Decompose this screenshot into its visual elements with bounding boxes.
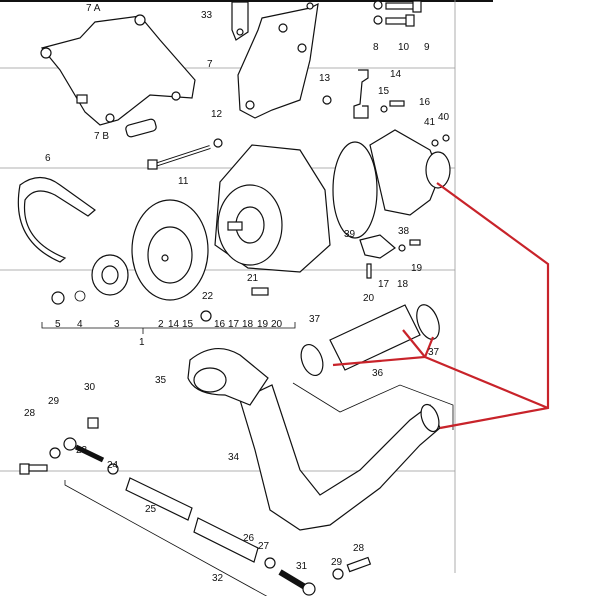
wire-14 (353, 69, 369, 119)
label-4: 4 (77, 319, 83, 330)
label-31: 31 (296, 561, 308, 572)
rod-25 (125, 477, 259, 563)
plug-30 (87, 417, 99, 429)
label-14: 14 (390, 69, 402, 80)
group-bracket-1 (41, 322, 296, 329)
label-17: 17 (378, 279, 390, 290)
label-13: 13 (319, 73, 331, 84)
stud-20 (366, 263, 372, 279)
eyebolt-23 (63, 437, 105, 463)
fan-pulley-2 (131, 199, 209, 301)
washer-18 (398, 244, 406, 252)
label-3: 3 (114, 319, 120, 330)
label-38: 38 (398, 226, 410, 237)
nut-22 (200, 310, 212, 322)
bolt-11 (147, 145, 211, 170)
bracket-7 (237, 2, 319, 119)
washer-29 (49, 447, 61, 459)
bolt-21 (251, 287, 269, 296)
regulator-17 (359, 234, 396, 259)
washer-15 (380, 105, 388, 113)
highlight-lines (332, 182, 550, 430)
label-7: 7 (207, 59, 213, 70)
label-27: 27 (258, 541, 270, 552)
pulley-3 (91, 254, 129, 296)
label-32: 32 (212, 573, 224, 584)
label-26: 26 (243, 533, 255, 544)
label-19: 19 (257, 319, 269, 330)
washer-41 (431, 139, 439, 147)
label-25: 25 (145, 504, 157, 515)
bracket-7a (40, 14, 196, 126)
hose-36 (300, 304, 440, 377)
label-9: 9 (424, 42, 430, 53)
label-21: 21 (247, 273, 259, 284)
screw-19 (409, 239, 421, 246)
bolt-27 (278, 569, 316, 596)
fan-housing-38 (332, 129, 451, 239)
label-18: 18 (242, 319, 254, 330)
label-29: 29 (48, 396, 60, 407)
washer-29 (332, 568, 344, 580)
label-23: 23 (76, 445, 88, 456)
label-22: 22 (202, 291, 214, 302)
label-10: 10 (398, 42, 410, 53)
nut-5 (51, 291, 65, 305)
nut-13 (322, 95, 332, 105)
label-15: 15 (182, 319, 194, 330)
label-28: 28 (353, 543, 365, 554)
label-16: 16 (419, 97, 431, 108)
sleeve-7b (125, 118, 157, 138)
label-20: 20 (271, 319, 283, 330)
label-36: 36 (372, 368, 384, 379)
label-18: 18 (397, 279, 409, 290)
bolt-28 (346, 556, 372, 573)
label-29: 29 (331, 557, 343, 568)
label-12: 12 (211, 109, 223, 120)
label-11: 11 (178, 176, 189, 187)
leader-group (292, 382, 454, 430)
label-7a: 7 A (86, 3, 101, 14)
washer-4 (74, 290, 86, 302)
strap-33 (231, 1, 249, 41)
label-17: 17 (228, 319, 240, 330)
nut-24 (107, 463, 119, 475)
nut-40 (442, 134, 450, 142)
label-34: 34 (228, 452, 240, 463)
label-19: 19 (411, 263, 423, 274)
label-14: 14 (168, 319, 180, 330)
belt-6 (17, 176, 96, 263)
duct-34 (239, 384, 441, 531)
label-24: 24 (107, 460, 119, 471)
label-1: 1 (139, 337, 145, 348)
bolts-8-9-10 (373, 0, 422, 27)
label-35: 35 (155, 375, 167, 386)
label-7b: 7 B (94, 131, 109, 142)
alternator (214, 144, 331, 273)
label-15: 15 (378, 86, 390, 97)
label-37: 37 (309, 314, 321, 325)
label-33: 33 (201, 10, 213, 21)
label-28: 28 (24, 408, 36, 419)
washer-12 (213, 138, 223, 148)
label-39: 39 (344, 229, 356, 240)
bolt-28 (19, 463, 48, 475)
leader-25 (64, 480, 268, 596)
screw-16 (389, 100, 405, 107)
label-8: 8 (373, 42, 379, 53)
label-6: 6 (45, 153, 51, 164)
label-2: 2 (158, 319, 164, 330)
elbow-35 (187, 348, 269, 406)
label-41: 41 (424, 117, 436, 128)
washer-26 (264, 557, 276, 569)
label-30: 30 (84, 382, 96, 393)
label-40: 40 (438, 112, 450, 123)
label-20: 20 (363, 293, 375, 304)
label-37: 37 (428, 347, 440, 358)
label-5: 5 (55, 319, 61, 330)
label-16: 16 (214, 319, 226, 330)
